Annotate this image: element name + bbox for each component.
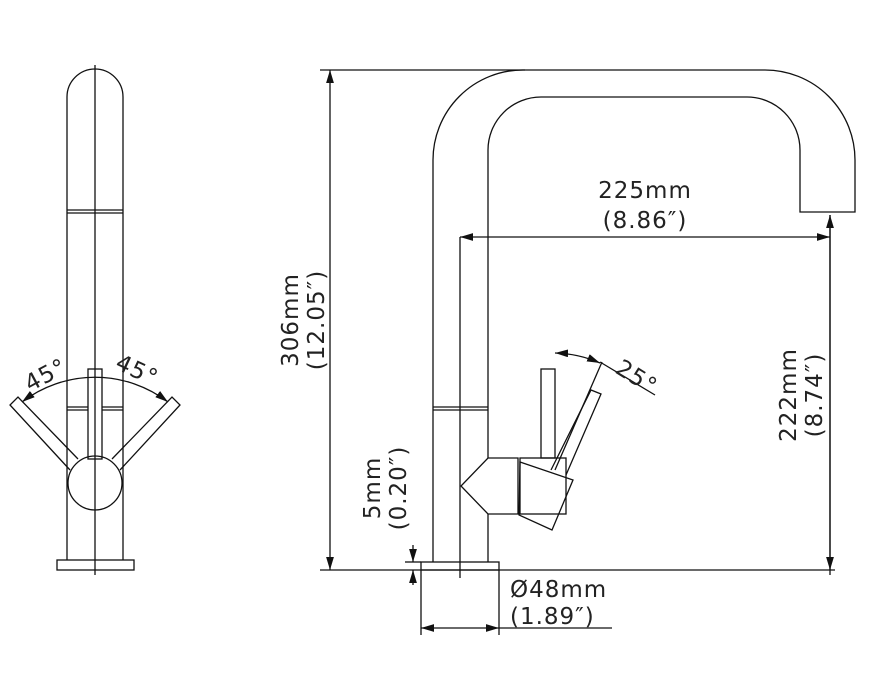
lever-angle-arc xyxy=(554,349,601,364)
side-base-plate xyxy=(56,559,135,571)
side-handle-left xyxy=(9,396,79,471)
spout-outline xyxy=(432,69,856,562)
side-handle-hub xyxy=(67,455,123,511)
dimensions: 306mm (12.05″) 225mm (8.86″) 222mm (8.74… xyxy=(278,69,835,635)
base-thickness-mm: 5mm xyxy=(360,457,386,519)
angle-left-label: 45° xyxy=(21,354,72,398)
side-cartridge xyxy=(87,368,103,460)
front-view: 25° xyxy=(420,69,856,578)
spout-height-mm: 222mm xyxy=(776,348,802,442)
reach-mm: 225mm xyxy=(598,178,692,204)
reach-in: (8.86″) xyxy=(603,208,688,234)
side-angle-arc xyxy=(21,376,169,403)
rotated-handle-base xyxy=(518,461,574,531)
base-thickness-in: (0.20″) xyxy=(386,446,412,531)
base-diameter-mm: Ø48mm xyxy=(510,577,607,603)
lever xyxy=(550,389,602,476)
height-in: (12.05″) xyxy=(304,270,330,370)
side-handle-right xyxy=(111,396,181,471)
lever-post xyxy=(540,368,556,459)
valve-body xyxy=(460,457,519,515)
base-diameter-in: (1.89″) xyxy=(510,604,595,630)
side-view: 45° 45° xyxy=(9,65,181,575)
height-mm: 306mm xyxy=(278,273,304,367)
cartridge-housing xyxy=(519,457,567,515)
spout-height-in: (8.74″) xyxy=(802,353,828,438)
angle-right-label: 45° xyxy=(111,350,162,392)
lever-angle-label: 25° xyxy=(611,355,662,400)
